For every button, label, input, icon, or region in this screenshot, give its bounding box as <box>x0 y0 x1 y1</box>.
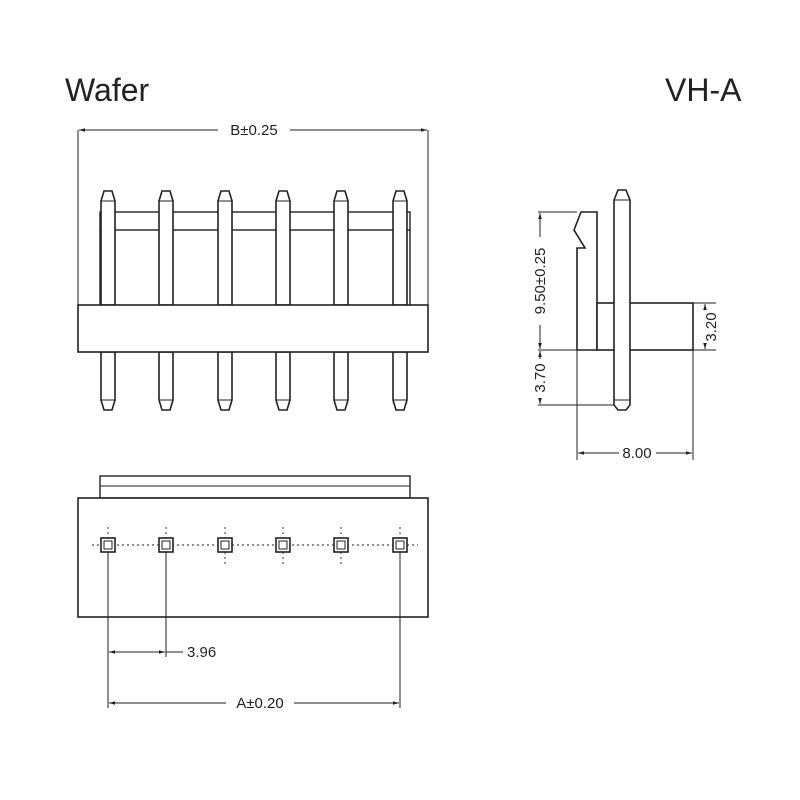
bottom-pin-3 <box>217 537 233 553</box>
bottom-pin-2-inner <box>161 540 171 550</box>
pin-below-dimension-label: 3.70 <box>532 363 549 392</box>
bottom-pin-1 <box>100 537 116 553</box>
front-pin-5-upper <box>333 190 349 306</box>
block-dimension-label: 3.20 <box>703 312 720 341</box>
side-latch <box>573 211 598 351</box>
front-housing <box>77 304 429 353</box>
height-dimension-label: 9.50±0.25 <box>532 248 549 315</box>
front-back-strip <box>99 211 411 231</box>
front-pin-4-lower <box>275 351 291 411</box>
bottom-pin-4-inner <box>278 540 288 550</box>
depth-dimension-label: 8.00 <box>622 445 651 462</box>
front-pin-1-lower <box>100 351 116 411</box>
bottom-housing <box>77 497 429 618</box>
bottom-view: 3.96 A±0.20 <box>77 475 429 712</box>
side-view: 9.50±0.25 3.70 3.20 8.00 <box>532 189 720 462</box>
bottom-pin-3-inner <box>220 540 230 550</box>
side-pin <box>613 189 631 411</box>
front-pin-2-upper <box>158 190 174 306</box>
b-dimension-label: B±0.25 <box>230 122 277 139</box>
bottom-pin-1-inner <box>103 540 113 550</box>
bottom-pins <box>100 527 408 564</box>
side-housing-block <box>596 302 694 351</box>
title-model: VH-A <box>665 72 742 108</box>
bottom-pin-6 <box>392 537 408 553</box>
front-pins <box>100 190 408 411</box>
front-pin-6-lower <box>392 351 408 411</box>
bottom-top-strip <box>99 475 411 499</box>
front-pin-1-upper <box>100 190 116 306</box>
pitch-dimension-label: 3.96 <box>187 644 216 661</box>
front-pin-2-lower <box>158 351 174 411</box>
bottom-pin-6-inner <box>395 540 405 550</box>
front-pin-4-upper <box>275 190 291 306</box>
bottom-pin-2 <box>158 537 174 553</box>
front-pin-5-lower <box>333 351 349 411</box>
bottom-pin-4 <box>275 537 291 553</box>
a-dimension-label: A±0.20 <box>236 695 283 712</box>
title-wafer: Wafer <box>65 72 150 108</box>
front-view: B±0.25 <box>77 122 429 411</box>
front-pin-6-upper <box>392 190 408 306</box>
bottom-pin-5-inner <box>336 540 346 550</box>
bottom-pin-5 <box>333 537 349 553</box>
front-pin-3-upper <box>217 190 233 306</box>
front-pin-3-lower <box>217 351 233 411</box>
